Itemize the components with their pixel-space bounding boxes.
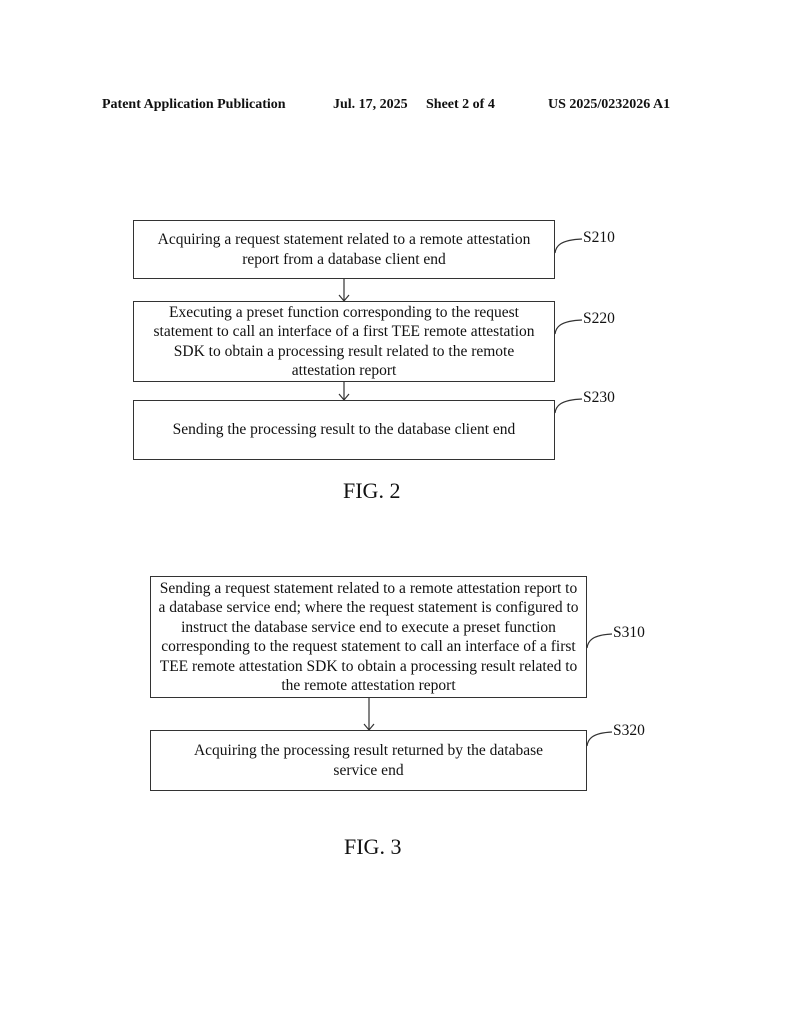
step-box-s310: Sending a request statement related to a… (150, 576, 587, 698)
figure-caption-fig3: FIG. 3 (344, 834, 402, 859)
header-sheet: Sheet 2 of 4 (426, 97, 495, 112)
header-patent-number: US 2025/0232026 A1 (548, 97, 671, 112)
leader-s310 (586, 633, 613, 649)
leader-s230 (554, 398, 583, 414)
header-date: Jul. 17, 2025 (333, 97, 408, 112)
leader-s210 (554, 238, 583, 254)
step-box-s220: Executing a preset function correspondin… (133, 301, 555, 382)
leader-s220 (554, 319, 583, 335)
step-label-s210: S210 (583, 229, 615, 246)
leader-s320 (586, 731, 613, 747)
step-label-s230: S230 (583, 389, 615, 406)
step-label-s320: S320 (613, 722, 645, 739)
step-label-s310: S310 (613, 624, 645, 641)
step-box-s230: Sending the processing result to the dat… (133, 400, 555, 460)
step-box-s320: Acquiring the processing result returned… (150, 730, 587, 791)
step-label-s220: S220 (583, 310, 615, 327)
step-box-s210: Acquiring a request statement related to… (133, 220, 555, 279)
header-publication-type: Patent Application Publication (102, 97, 286, 112)
figure-caption-fig2: FIG. 2 (343, 478, 401, 503)
